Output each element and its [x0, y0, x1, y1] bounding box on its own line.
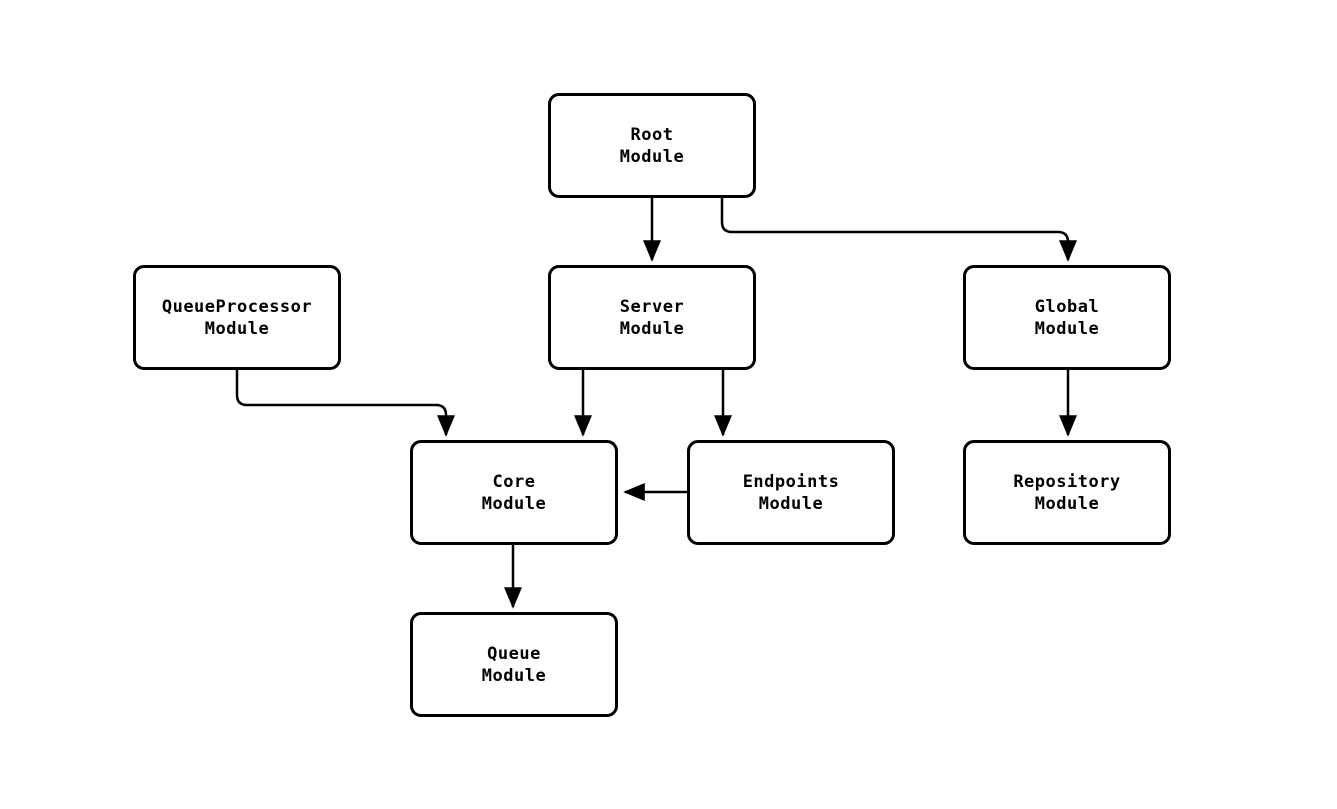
node-endpoints-module[interactable]: Endpoints Module [687, 440, 895, 545]
node-label-line: Module [481, 665, 547, 686]
node-label-line: Repository [1013, 471, 1121, 492]
node-label-line: Module [1034, 318, 1100, 339]
node-label-line: Queue [487, 643, 541, 664]
node-label-line: Core [492, 471, 536, 492]
node-queue-module[interactable]: Queue Module [410, 612, 618, 717]
node-label-line: Root [630, 124, 674, 145]
node-label-line: Global [1034, 296, 1100, 317]
node-global-module[interactable]: Global Module [963, 265, 1171, 370]
node-repository-module[interactable]: Repository Module [963, 440, 1171, 545]
node-label-line: Server [619, 296, 685, 317]
node-label-line: Module [204, 318, 270, 339]
node-root-module[interactable]: Root Module [548, 93, 756, 198]
node-label-line: QueueProcessor [161, 296, 313, 317]
node-server-module[interactable]: Server Module [548, 265, 756, 370]
node-queueprocessor-module[interactable]: QueueProcessor Module [133, 265, 341, 370]
node-label-line: Module [619, 318, 685, 339]
node-core-module[interactable]: Core Module [410, 440, 618, 545]
node-label-line: Module [1034, 493, 1100, 514]
node-label-line: Module [481, 493, 547, 514]
node-label-line: Endpoints [742, 471, 840, 492]
node-label-line: Module [758, 493, 824, 514]
node-label-line: Module [619, 146, 685, 167]
edge-queueprocessor-to-core [235, 370, 455, 437]
edge-root-to-global [720, 198, 1077, 262]
